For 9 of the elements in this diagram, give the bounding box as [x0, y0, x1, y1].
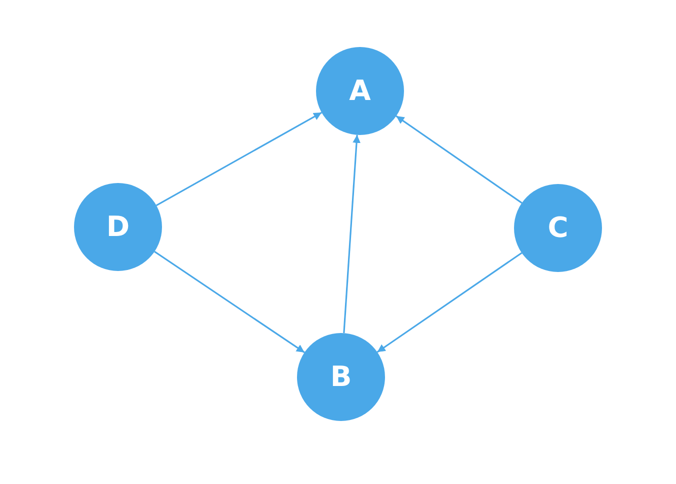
arrow	[396, 115, 522, 204]
arrow	[376, 252, 522, 353]
node-label: A	[349, 77, 371, 105]
arrow	[154, 250, 305, 354]
arrow	[156, 112, 322, 206]
node-label: D	[106, 213, 130, 241]
arrow	[343, 134, 361, 334]
node-label: B	[330, 363, 352, 391]
node-label: C	[548, 214, 568, 242]
